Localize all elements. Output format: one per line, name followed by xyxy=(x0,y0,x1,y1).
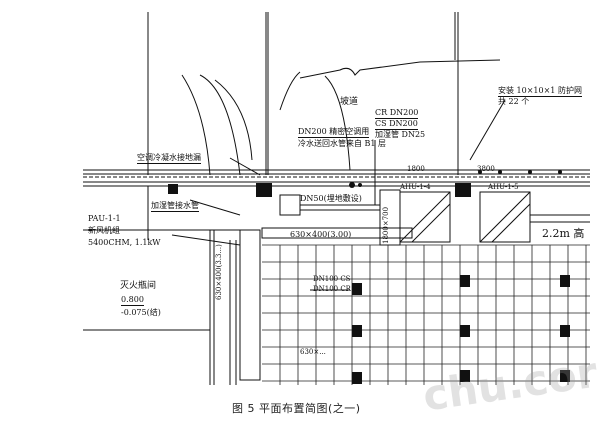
humid-drain-label: 加湿管接水管 xyxy=(151,201,199,212)
dim-3800: 3800 xyxy=(477,165,495,173)
level-value-1: 0.800 xyxy=(121,295,144,306)
screen-count-label: 共 22 个 xyxy=(498,97,530,106)
cs-pipe-label: CS DN200 xyxy=(375,119,418,130)
height-note-label: 2.2m 高 xyxy=(542,227,585,240)
duct-630x400-vert-label: 630×400(3.3...) xyxy=(215,244,223,300)
pau-name-label: 新风机组 xyxy=(88,226,120,235)
condensate-drain-label: 空调冷凝水接地漏 xyxy=(137,153,201,164)
dim-1800: 1800 xyxy=(407,165,425,173)
column-marker xyxy=(256,183,272,197)
ramp-curve xyxy=(199,74,241,176)
dn200-note-line1: DN200 精密空调用 xyxy=(298,127,370,138)
figure-caption: 图 5 平面布置简图(之一) xyxy=(232,402,361,415)
ahu-left-label: AHU-1-4 xyxy=(400,183,431,191)
dn200-note-line2: 冷水送回水管来自 B1 层 xyxy=(298,139,387,148)
duct-630x400-label: 630×400(3.00) xyxy=(290,230,352,239)
humid-pipe-label: 加湿管 DN25 xyxy=(375,130,426,139)
pau-id-label: PAU-1-1 xyxy=(88,214,121,223)
duct-vert-mid-label: 1800×700 xyxy=(382,206,390,244)
pau-spec-label: 5400CHM, 1.1kW xyxy=(88,238,161,247)
screen-note-label: 安装 10×10×1 防护网 xyxy=(498,86,582,97)
ahu-right-label: AHU-1-5 xyxy=(488,183,519,191)
dn50-label: DN50(埋地敷设) xyxy=(300,194,362,203)
cr-pipe-label: CR DN200 xyxy=(375,108,419,119)
corridor-label: 坡道 xyxy=(340,97,359,107)
dn100-cs-label: DN100 CS xyxy=(313,275,351,283)
level-value-2: -0.075(结) xyxy=(121,308,161,317)
duct-630x-label: 630×... xyxy=(300,348,326,356)
fire-room-label: 灭火瓶间 xyxy=(120,281,157,291)
dn100-cr-label: DN100 CR xyxy=(313,285,351,293)
